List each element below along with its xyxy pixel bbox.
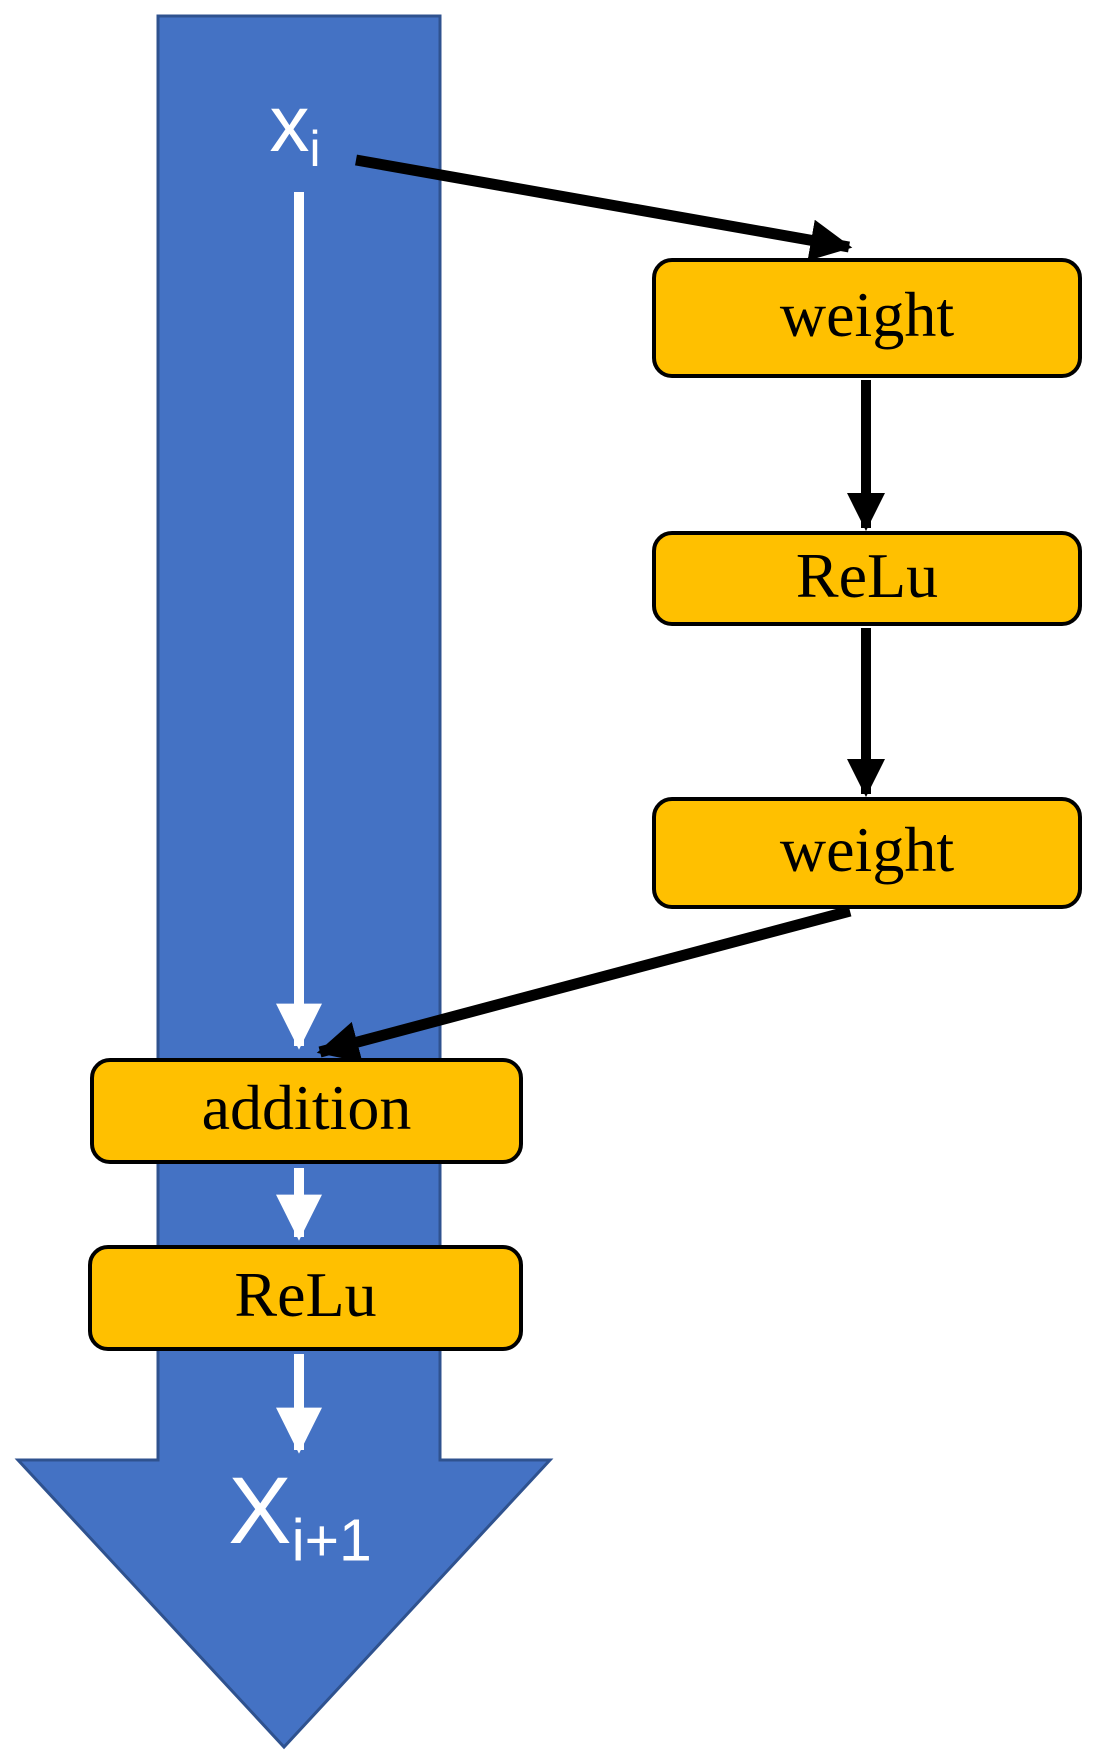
addition-box: addition [90, 1058, 523, 1164]
input-label: xi [195, 84, 395, 174]
weight-box-1: weight [652, 258, 1082, 378]
relu-box-branch: ReLu [652, 531, 1082, 626]
output-label-subscript: i+1 [291, 1508, 372, 1574]
input-label-base: x [269, 79, 310, 168]
weight-box-2: weight [652, 797, 1082, 909]
output-label: Xi+1 [130, 1464, 470, 1571]
output-label-base: X [228, 1458, 292, 1564]
input-label-subscript: i [309, 120, 321, 177]
branch-arrow-input-to-weight1 [355, 154, 853, 261]
relu-box-main: ReLu [88, 1245, 523, 1351]
branch-arrow-weight2-to-addition [316, 905, 852, 1063]
